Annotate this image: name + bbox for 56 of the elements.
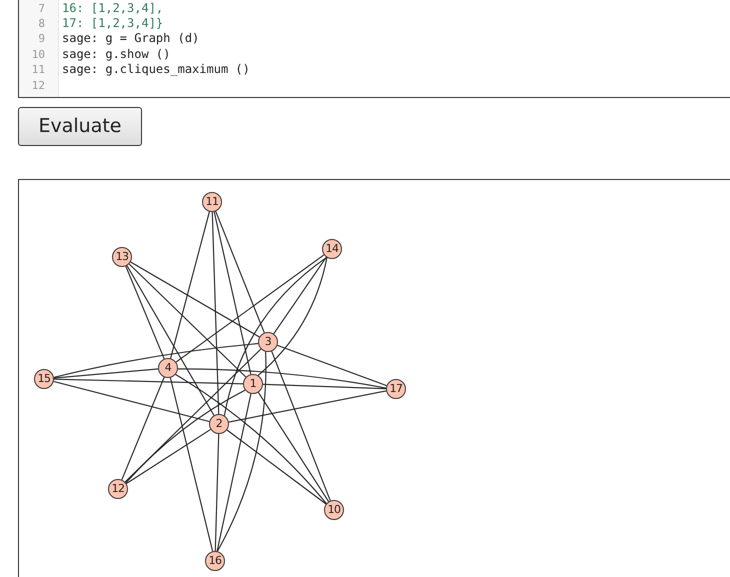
vertex-circle: 11 (202, 192, 222, 212)
graph-edge (126, 265, 214, 416)
graph-edge (214, 434, 220, 552)
graph-edge (258, 257, 328, 376)
code-line: sage: g = Graph (d) (62, 31, 200, 46)
graph-edge (215, 211, 265, 333)
vertex-circle: 10 (324, 500, 344, 520)
graph-edge (216, 394, 252, 552)
graph-edge (178, 368, 386, 389)
graph-edge (214, 212, 252, 374)
graph-edge (228, 390, 386, 423)
line-number: 8 (38, 16, 45, 31)
graph-edge (277, 344, 387, 386)
vertex-circle: 2 (209, 414, 229, 434)
vertex-circle: 15 (34, 369, 54, 389)
graph-edge (224, 256, 327, 416)
graph-edge (125, 266, 165, 360)
graph-edge (226, 430, 326, 504)
vertex-circle: 3 (258, 332, 278, 352)
graph-edge (126, 428, 211, 484)
vertex-circle: 17 (386, 379, 406, 399)
graph-edge (126, 390, 246, 484)
graph-edge (54, 380, 210, 422)
vertex-circle: 4 (158, 358, 178, 378)
evaluate-button: Evaluate (18, 107, 142, 146)
line-number: 7 (38, 0, 45, 16)
graph-edge (273, 256, 327, 334)
line-number: 11 (32, 62, 45, 78)
graph-edge (54, 368, 158, 379)
vertex-circle: 1 (243, 374, 263, 394)
graph-edge (212, 212, 220, 414)
graph-edge (130, 262, 260, 338)
graph-edge (262, 384, 386, 390)
graph-edge (176, 254, 324, 363)
vertex-circle: 12 (108, 479, 128, 499)
graph-edge (54, 343, 258, 378)
graph-edge (124, 348, 262, 482)
code-line: sage: g.show () (62, 46, 170, 62)
code-line: sage: g.cliques_maximum () (62, 62, 250, 78)
code-line: 17: [1,2,3,4]} (62, 16, 164, 31)
graph-edge (170, 378, 214, 552)
graph-edge (121, 377, 165, 480)
vertex-circle: 14 (322, 239, 342, 259)
line-number: 10 (32, 46, 45, 62)
line-number: 12 (32, 78, 45, 92)
graph-edge (175, 374, 327, 504)
vertex-circle: 16 (205, 551, 225, 571)
graph-edge (271, 351, 331, 501)
line-number: 9 (38, 31, 45, 46)
graph-edge (128, 264, 246, 378)
code-line: 16: [1,2,3,4], (62, 0, 164, 16)
graph-edge (170, 212, 210, 358)
vertex-circle: 13 (112, 247, 132, 267)
graph-edge (54, 378, 244, 384)
graph-edge (216, 352, 266, 552)
graph-edge (258, 392, 330, 502)
